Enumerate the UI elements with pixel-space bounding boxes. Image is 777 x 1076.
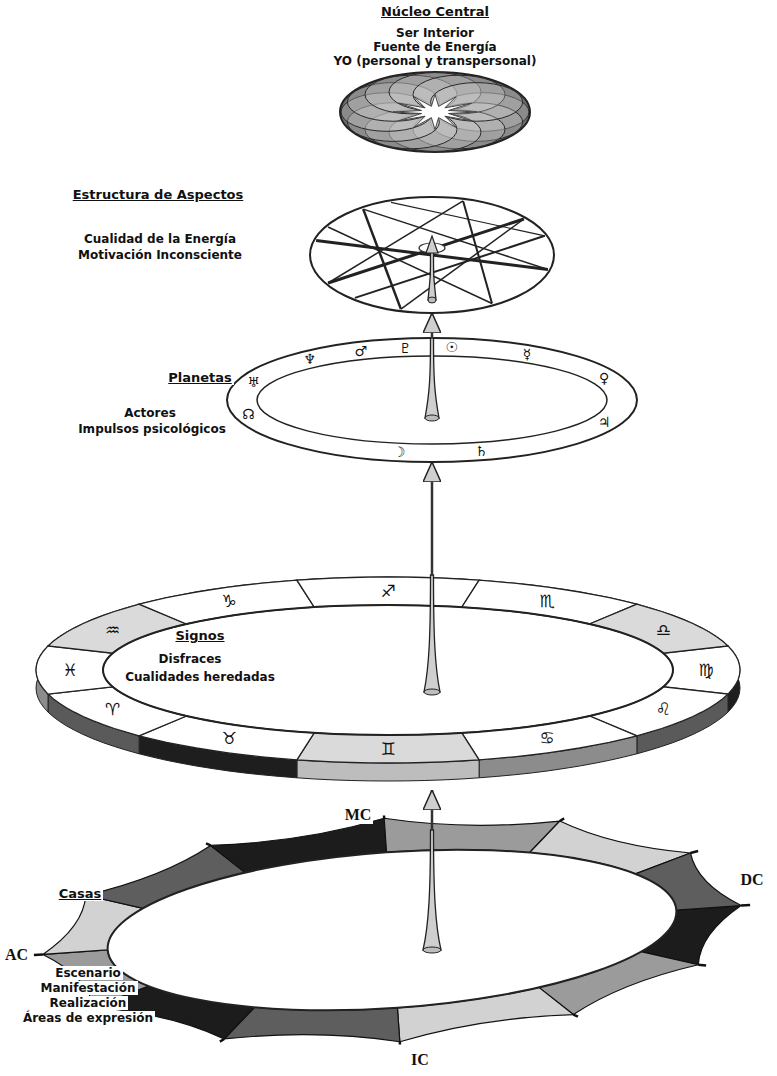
flow-arrow xyxy=(431,790,434,830)
stem-spindle xyxy=(425,338,439,418)
flow-arrow xyxy=(431,313,434,338)
core-star xyxy=(393,94,477,129)
sign-glyph: ♈ xyxy=(105,700,120,719)
stem-spindle xyxy=(423,830,441,950)
house-cusp-spike xyxy=(573,1014,578,1017)
planet-glyph: ☽ xyxy=(393,444,406,460)
planet-glyph: ♆ xyxy=(304,351,317,367)
sign-glyph: ♐ xyxy=(380,582,395,601)
layer-heading: Planetas xyxy=(166,370,234,385)
house-cusp-spike xyxy=(34,953,43,956)
layer-text: Manifestación xyxy=(38,981,137,995)
planet-glyph: ☿ xyxy=(523,346,532,362)
aspect-disc xyxy=(310,197,554,313)
sign-glyph: ♍ xyxy=(698,661,713,680)
layer-text: Motivación Inconsciente xyxy=(76,248,244,262)
sign-ring-ground xyxy=(36,577,740,763)
layer-text: Disfraces xyxy=(157,652,224,666)
sign-glyph: ♊ xyxy=(380,740,395,759)
layer-text: Escenario xyxy=(53,966,123,980)
layer-text: Impulsos psicológicos xyxy=(76,422,228,436)
stem-base xyxy=(423,947,441,953)
sign-glyph: ♌ xyxy=(656,700,671,719)
planet-glyph: ☉ xyxy=(446,339,459,355)
aspect-line xyxy=(463,201,492,304)
layer-text: Realización xyxy=(48,996,129,1010)
planet-glyph: ♅ xyxy=(247,374,260,390)
core-disc xyxy=(340,72,530,152)
house-cusp-spike xyxy=(560,818,565,821)
layer-heading: Signos xyxy=(173,628,226,643)
house-cusp-spike xyxy=(698,964,706,966)
stem-base xyxy=(428,297,436,303)
planet-glyph: ☊ xyxy=(242,406,254,422)
layer-heading: Estructura de Aspectos xyxy=(71,187,246,202)
sign-glyph: ♓ xyxy=(62,661,77,680)
aspect-arrow-head xyxy=(426,236,438,253)
sign-segment xyxy=(36,646,113,694)
sign-glyph: ♑ xyxy=(221,592,236,611)
house-cusp-spike xyxy=(741,904,750,907)
stem-base xyxy=(424,689,440,695)
stem-spindle xyxy=(424,575,440,692)
house-cusp-spike xyxy=(206,843,211,846)
layer-heading: Núcleo Central xyxy=(379,4,491,19)
axis-label: IC xyxy=(409,1051,431,1069)
layer-text: Áreas de expresión xyxy=(21,1011,155,1025)
aspect-line xyxy=(391,202,545,235)
sign-glyph: ♏ xyxy=(539,592,554,611)
stem-base xyxy=(425,415,439,421)
sign-glyph: ♋ xyxy=(539,729,554,748)
sign-segment xyxy=(139,580,314,624)
planet-glyph: ♄ xyxy=(475,443,488,459)
sign-segment xyxy=(663,646,740,694)
layer-text: Cualidades heredadas xyxy=(123,670,277,684)
house-cusp-spike xyxy=(399,1042,402,1045)
house-cusp-spike xyxy=(220,1039,225,1042)
flow-arrow xyxy=(431,462,434,575)
axis-label: AC xyxy=(3,946,30,964)
sign-ring-inner-edge xyxy=(103,605,673,735)
layer-node: CasasEscenarioManifestaciónRealizaciónÁr… xyxy=(2,830,772,1062)
layer-node: Estructura de AspectosCualidad de la Ene… xyxy=(40,185,560,313)
house-cusp-spike xyxy=(690,851,698,853)
layer-text: YO (personal y transpersonal) xyxy=(332,54,539,68)
planet-glyph: ♃ xyxy=(598,414,611,430)
house-wheel xyxy=(26,790,758,1069)
stem-spindle xyxy=(428,252,436,300)
planet-ring-outer xyxy=(227,338,637,462)
aspect-line xyxy=(355,236,545,298)
aspect-line xyxy=(328,227,492,304)
layer-text: Cualidad de la Energía xyxy=(82,232,238,246)
sign-glyph: ♒ xyxy=(105,621,120,640)
axis-label: MC xyxy=(343,806,374,824)
sign-segment xyxy=(297,733,479,763)
aspect-line xyxy=(363,209,548,269)
layer-text: Actores xyxy=(122,406,178,420)
house-center xyxy=(102,832,681,1027)
sign-segment xyxy=(462,716,637,760)
axis-label: DC xyxy=(738,871,765,889)
sign-segment xyxy=(297,577,479,607)
planet-glyph: ♀ xyxy=(599,370,609,386)
sign-glyph: ♎ xyxy=(656,621,671,640)
aspect-line xyxy=(401,219,524,309)
layer-text: Fuente de Energía xyxy=(371,40,498,54)
sign-glyph: ♉ xyxy=(221,729,236,748)
layer-node: Núcleo CentralSer InteriorFuente de Ener… xyxy=(320,2,550,154)
core-mandala xyxy=(340,72,530,152)
house-cusp-spike xyxy=(383,815,386,818)
layer-heading: Casas xyxy=(57,886,104,901)
planet-glyph: ♇ xyxy=(399,340,412,356)
planet-glyph: ♂ xyxy=(355,343,368,359)
layer-text: Ser Interior xyxy=(394,26,476,40)
